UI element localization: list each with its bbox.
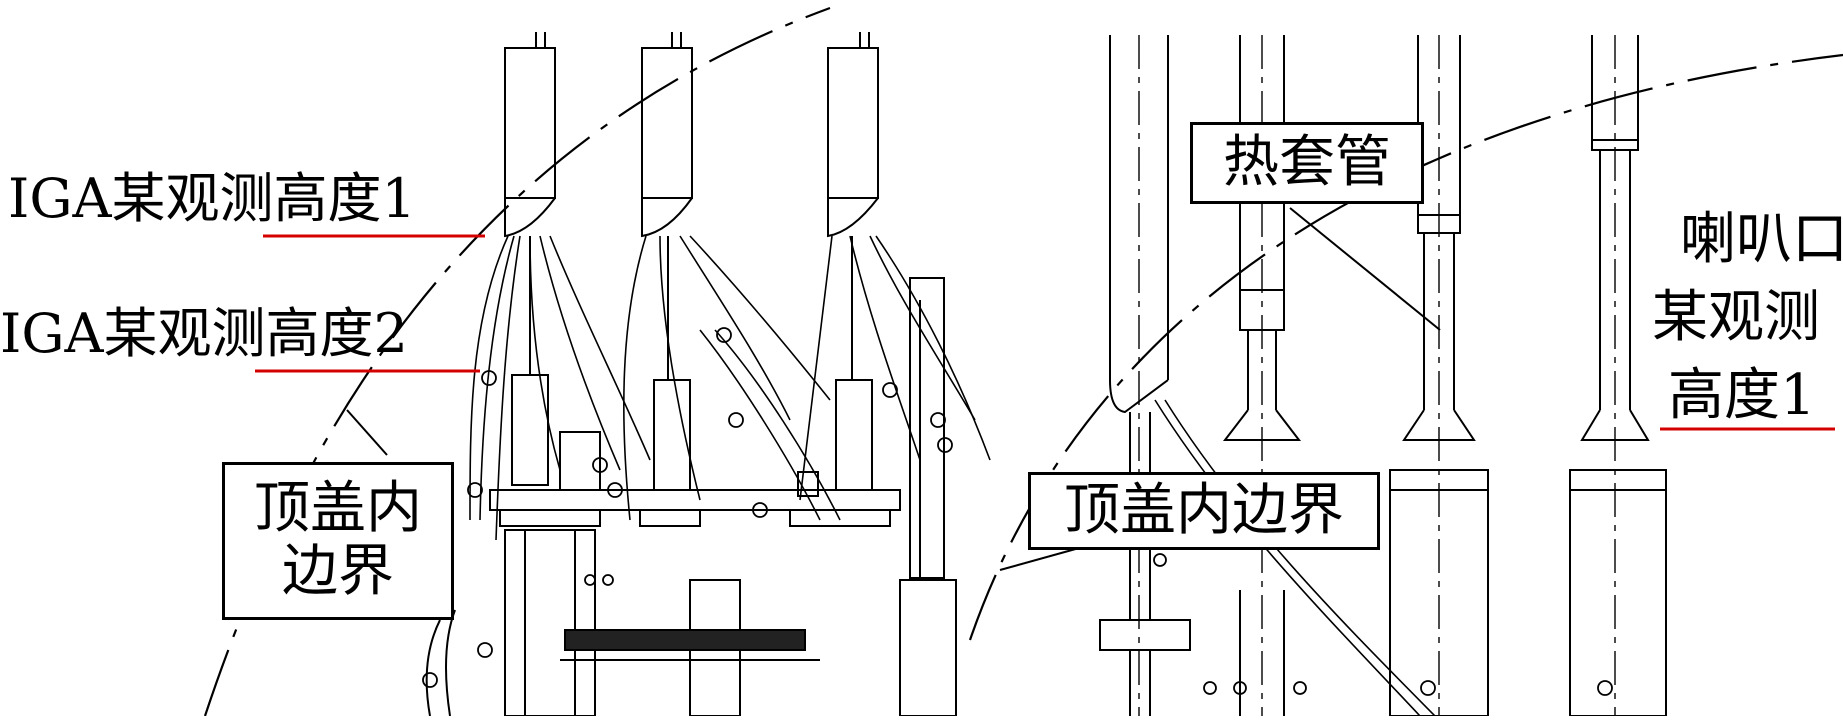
dark-bar <box>564 629 806 651</box>
left-column-3 <box>899 579 957 717</box>
label-iga-height-2: IGA某观测高度2 <box>0 302 408 365</box>
label-thermal-sleeve: 热套管 <box>1223 129 1391 195</box>
housing-3 <box>827 32 879 491</box>
label-top-cover-right-box: 顶盖内边界 <box>1028 472 1380 550</box>
label-thermal-sleeve-box: 热套管 <box>1190 122 1424 204</box>
label-trumpet-line2: 某观测 <box>1652 285 1820 350</box>
left-flange <box>489 489 901 511</box>
housing-2 <box>641 32 693 491</box>
housing-1 <box>504 32 556 486</box>
label-top-cover-left-line2: 边界 <box>282 539 394 604</box>
label-top-cover-right: 顶盖内边界 <box>1064 477 1344 543</box>
label-trumpet-line1: 喇叭口 <box>1680 207 1843 272</box>
label-top-cover-left-line1: 顶盖内 <box>254 476 422 542</box>
label-top-cover-left-box: 顶盖内 边界 <box>222 462 454 620</box>
left-column-1 <box>504 529 596 717</box>
probe-3 <box>1569 35 1667 717</box>
vertical-post <box>909 277 945 579</box>
leader-top-cover-left <box>346 409 388 456</box>
probe-2 <box>1389 35 1489 717</box>
leader-thermal-sleeve <box>1289 207 1441 331</box>
right-tall-tube <box>1099 35 1191 716</box>
label-trumpet-line3: 高度1 <box>1668 363 1816 428</box>
label-iga-height-1: IGA某观测高度1 <box>8 167 416 230</box>
